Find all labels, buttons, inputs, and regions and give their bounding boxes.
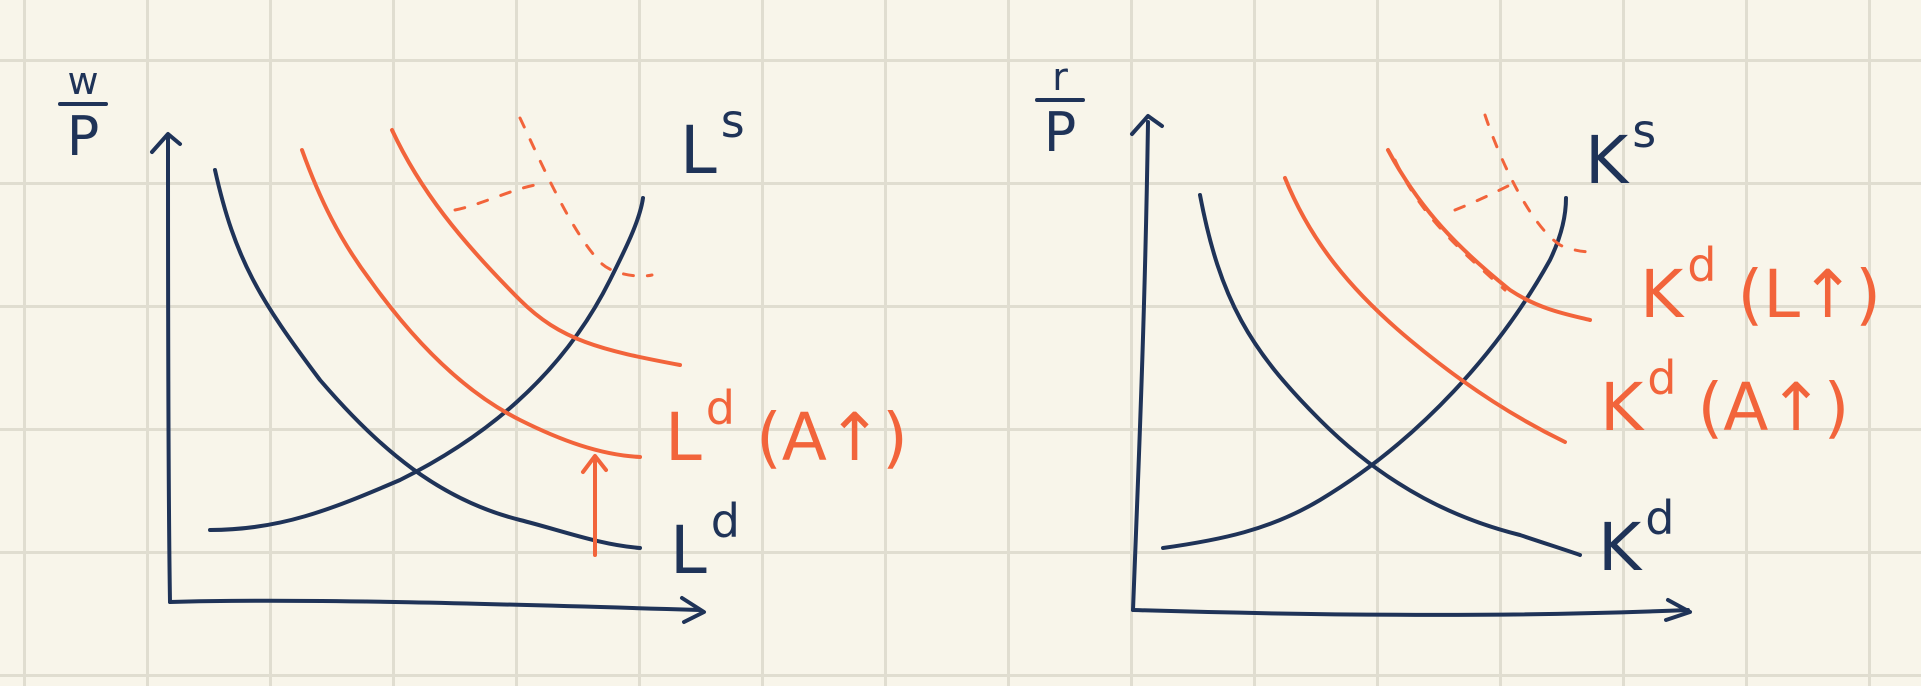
labor-supply-label-sup: s — [720, 94, 745, 148]
labor-demand-shift-label: Ld (A↑) — [665, 385, 908, 471]
labor-demand-label-base: L — [670, 512, 707, 589]
labor-demand-shift-outer-curve — [390, 128, 682, 367]
labor-demand-shift-label-suffix: (A↑) — [755, 399, 908, 476]
labor-supply-label: Ls — [680, 98, 745, 184]
right-y-axis-numerator: r — [1052, 55, 1068, 99]
labor-supply-curve — [208, 196, 645, 532]
right-y-axis — [1131, 120, 1150, 612]
capital-demand-shift-a-label: Kd (A↑) — [1600, 355, 1849, 441]
capital-demand-shift-l-label: Kd (L↑) — [1640, 242, 1881, 328]
capital-supply-label-base: K — [1585, 122, 1629, 199]
capital-demand-shift-l-curve — [1386, 148, 1592, 322]
right-y-axis-fraction-bar — [1035, 98, 1085, 102]
right-y-axis-arrowhead — [1130, 114, 1164, 136]
capital-demand-shift-l-label-sup: d — [1687, 238, 1717, 292]
left-y-axis-arrowhead — [150, 132, 182, 154]
labor-demand-shift-a-curve — [300, 148, 642, 459]
capital-demand-shift-a-curve — [1283, 176, 1567, 444]
left-y-axis-denominator: P — [66, 105, 100, 168]
labor-demand-label: Ld — [670, 498, 740, 584]
left-y-axis-label: w P — [58, 62, 108, 164]
right-x-axis — [1131, 608, 1690, 617]
capital-demand-curve — [1198, 193, 1582, 557]
right-y-axis-denominator: P — [1043, 101, 1077, 164]
labor-demand-shift-label-base: L — [665, 399, 702, 476]
capital-demand-label: Kd — [1598, 495, 1674, 581]
right-y-axis-label: r P — [1035, 58, 1085, 160]
capital-market-graph — [1130, 113, 1692, 622]
right-faint-sketch-mark-3 — [1483, 113, 1592, 254]
capital-supply-curve — [1161, 196, 1568, 550]
right-faint-sketch-mark-1 — [1393, 158, 1507, 292]
capital-demand-shift-l-label-suffix: (L↑) — [1737, 256, 1882, 333]
labor-supply-label-base: L — [680, 112, 717, 189]
left-faint-sketch-mark-1 — [453, 183, 537, 212]
left-x-axis-arrowhead — [680, 596, 706, 624]
capital-demand-shift-l-label-base: K — [1640, 256, 1684, 333]
labor-demand-label-sup: d — [710, 494, 740, 548]
capital-demand-label-base: K — [1598, 509, 1642, 586]
left-y-axis-fraction-bar — [58, 102, 108, 106]
capital-supply-label-sup: s — [1632, 104, 1657, 158]
labor-market-graph — [150, 116, 706, 624]
capital-demand-shift-a-label-sup: d — [1647, 351, 1677, 405]
labor-demand-curve — [213, 168, 642, 550]
capital-demand-shift-a-label-base: K — [1600, 369, 1644, 446]
labor-demand-shift-arrow — [581, 454, 608, 557]
capital-demand-shift-a-label-suffix: (A↑) — [1697, 369, 1850, 446]
capital-supply-label: Ks — [1585, 108, 1656, 194]
left-faint-sketch-mark-2 — [518, 116, 654, 278]
left-y-axis — [166, 136, 172, 604]
left-x-axis — [168, 598, 702, 612]
labor-demand-shift-label-sup: d — [705, 381, 735, 435]
right-x-axis-arrowhead — [1664, 598, 1692, 622]
right-faint-sketch-mark-2 — [1453, 178, 1522, 212]
capital-demand-label-sup: d — [1645, 491, 1675, 545]
left-y-axis-numerator: w — [67, 59, 99, 103]
